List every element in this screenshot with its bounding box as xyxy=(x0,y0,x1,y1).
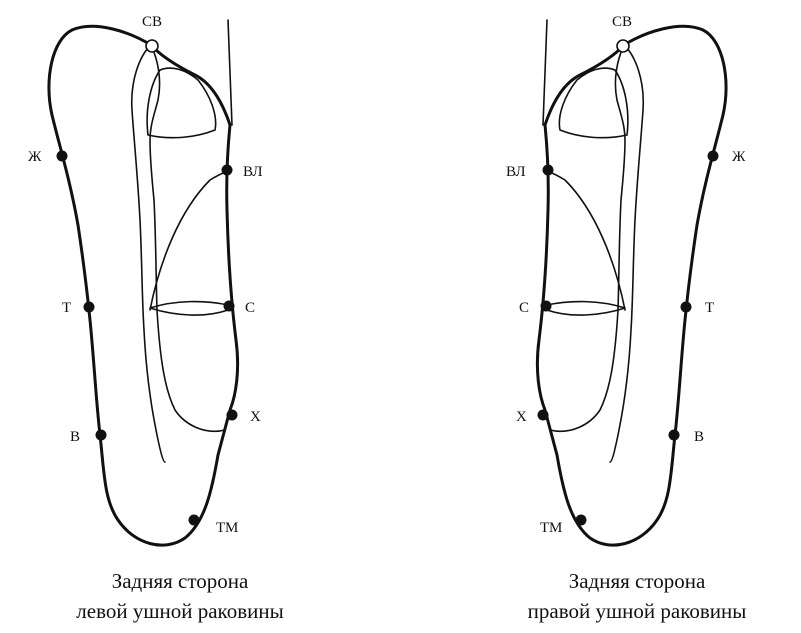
right-point-t xyxy=(681,302,692,313)
right-point-s xyxy=(541,301,552,312)
right-label-t: Т xyxy=(705,300,714,316)
right-point-zh xyxy=(708,151,719,162)
right-label-zh: Ж xyxy=(732,149,746,165)
left-label-h: Х xyxy=(250,409,261,425)
left-ear-figure: СВ Ж ВЛ Т С Х В ТМ xyxy=(28,14,263,545)
left-ear-top-edge xyxy=(151,45,230,125)
left-caption-line1: Задняя сторона xyxy=(30,566,330,596)
right-label-s: С xyxy=(519,300,529,316)
left-point-h xyxy=(227,410,238,421)
right-label-tm: ТМ xyxy=(540,520,562,536)
right-caption-line2: правой ушной раковины xyxy=(472,596,801,626)
left-point-s xyxy=(224,301,235,312)
right-ear-outline xyxy=(537,26,726,545)
right-caption-line1: Задняя сторона xyxy=(472,566,801,596)
left-label-t: Т xyxy=(62,300,71,316)
left-ear-middle-arc xyxy=(150,170,230,310)
left-label-sv: СВ xyxy=(142,14,162,30)
left-point-t xyxy=(84,302,95,313)
left-ear-vertical-edge xyxy=(228,20,232,125)
left-point-tm xyxy=(189,515,200,526)
right-ear-vertical-edge xyxy=(543,20,547,125)
right-ear-figure: СВ Ж ВЛ Т С Х В ТМ xyxy=(506,14,746,545)
right-ear-center-lens xyxy=(547,302,625,316)
left-point-zh xyxy=(57,151,68,162)
right-ear-top-edge xyxy=(545,45,624,125)
left-label-s: С xyxy=(245,300,255,316)
left-label-v: В xyxy=(70,429,80,445)
right-label-h: Х xyxy=(516,409,527,425)
left-point-sv xyxy=(146,40,158,52)
right-label-v: В xyxy=(694,429,704,445)
left-label-tm: ТМ xyxy=(216,520,238,536)
left-point-v xyxy=(96,430,107,441)
left-ear-caption: Задняя сторона левой ушной раковины xyxy=(30,566,330,626)
left-ear-outline xyxy=(49,26,238,545)
right-label-vl: ВЛ xyxy=(506,164,526,180)
right-point-sv xyxy=(617,40,629,52)
right-point-tm xyxy=(576,515,587,526)
right-ear-middle-arc xyxy=(545,170,625,310)
left-label-vl: ВЛ xyxy=(243,164,263,180)
left-ear-center-lens xyxy=(150,302,228,316)
left-ear-crease-inner xyxy=(150,45,225,431)
right-ear-caption: Задняя сторона правой ушной раковины xyxy=(472,566,801,626)
left-point-vl xyxy=(222,165,233,176)
left-label-zh: Ж xyxy=(28,149,42,165)
right-point-v xyxy=(669,430,680,441)
right-point-h xyxy=(538,410,549,421)
right-label-sv: СВ xyxy=(612,14,632,30)
left-caption-line2: левой ушной раковины xyxy=(30,596,330,626)
right-ear-crease-inner xyxy=(550,45,625,431)
right-point-vl xyxy=(543,165,554,176)
